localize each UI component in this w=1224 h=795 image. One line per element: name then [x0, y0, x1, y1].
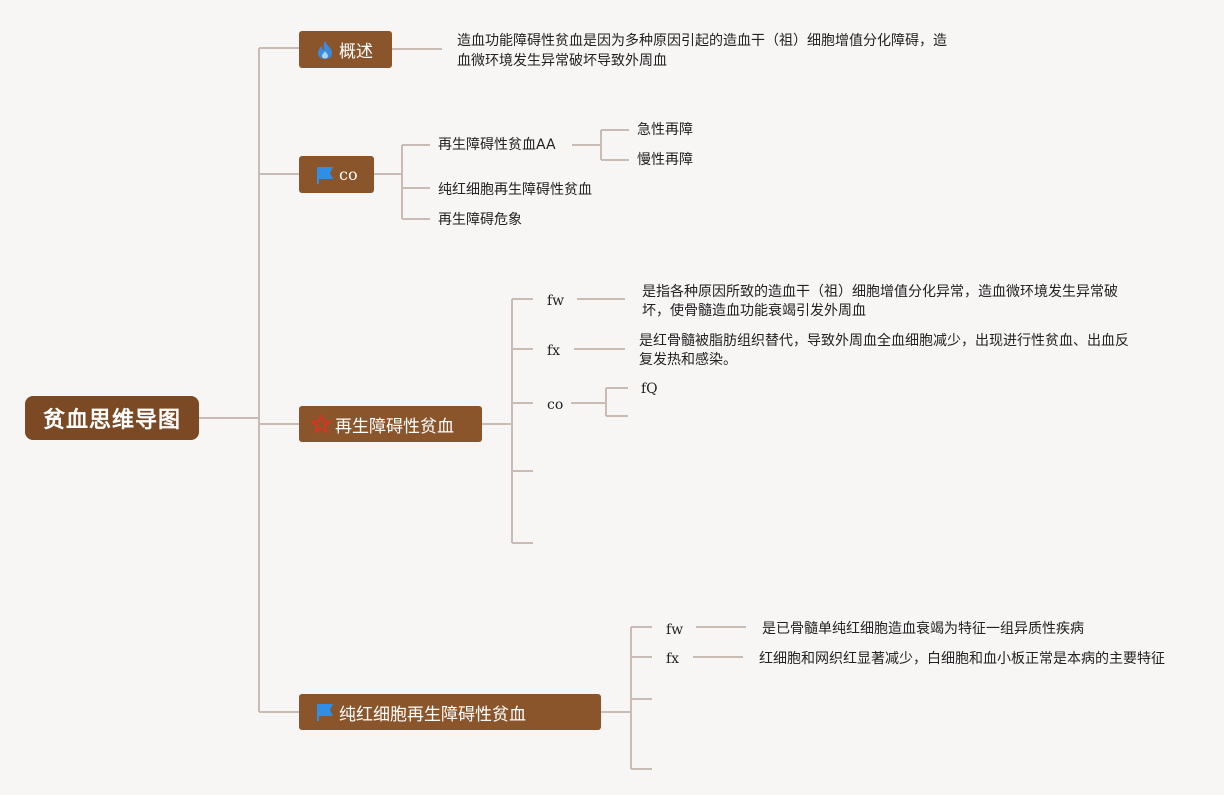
aplastic-fx-line2: 复发热和感染。 — [639, 352, 737, 368]
aplastic-fw-label[interactable]: fw — [547, 293, 565, 309]
aplastic-fw-line1: 是指各种原因所致的造血干（祖）细胞增值分化异常，造血微环境发生异常破 — [642, 284, 1118, 300]
branch-pure-red-cell[interactable]: 纯红细胞再生障碍性贫血 — [299, 694, 601, 730]
pure-red-fx-text: 红细胞和网织红显著减少，白细胞和血小板正常是本病的主要特征 — [759, 651, 1165, 667]
aplastic-fx-label[interactable]: fx — [547, 343, 561, 359]
co-item-aa[interactable]: 再生障碍性贫血AA — [438, 137, 556, 153]
branch-aplastic-anemia[interactable]: 再生障碍性贫血 — [299, 406, 482, 442]
overview-text-line1: 造血功能障碍性贫血是因为多种原因引起的造血干（祖）细胞增值分化障碍，造 — [457, 33, 947, 49]
co-item-crisis[interactable]: 再生障碍危象 — [438, 212, 522, 228]
flame-icon — [315, 40, 335, 60]
branch-overview[interactable]: 概述 — [299, 31, 392, 68]
branch-aplastic-label: 再生障碍性贫血 — [335, 416, 454, 437]
branch-overview-label: 概述 — [339, 42, 373, 62]
pure-red-fx-label[interactable]: fx — [666, 651, 680, 667]
aplastic-fw-line2: 坏，使骨髓造血功能衰竭引发外周血 — [642, 303, 866, 319]
co-item-acute[interactable]: 急性再障 — [637, 122, 693, 138]
aplastic-fx-line1: 是红骨髓被脂肪组织替代，导致外周血全血细胞减少，出现进行性贫血、出血反 — [639, 333, 1129, 349]
branch-pure-red-label: 纯红细胞再生障碍性贫血 — [339, 704, 526, 725]
pure-red-fw-label[interactable]: fw — [666, 622, 684, 638]
star-icon — [311, 414, 331, 434]
pure-red-fw-text: 是已骨髓单纯红细胞造血衰竭为特征一组异质性疾病 — [762, 621, 1084, 637]
aplastic-co-label[interactable]: co — [547, 397, 564, 413]
aplastic-co-fq[interactable]: fQ — [641, 381, 658, 397]
flag-icon — [315, 165, 335, 185]
branch-co-label: co — [339, 165, 358, 184]
branch-co[interactable]: co — [299, 156, 374, 193]
flag-icon — [315, 702, 335, 722]
root-node[interactable]: 贫血思维导图 — [25, 396, 199, 440]
overview-text-line2: 血微环境发生异常破坏导致外周血 — [457, 53, 667, 69]
co-item-pure-red[interactable]: 纯红细胞再生障碍性贫血 — [438, 182, 592, 198]
co-item-chronic[interactable]: 慢性再障 — [637, 152, 693, 168]
root-label: 贫血思维导图 — [42, 408, 181, 433]
